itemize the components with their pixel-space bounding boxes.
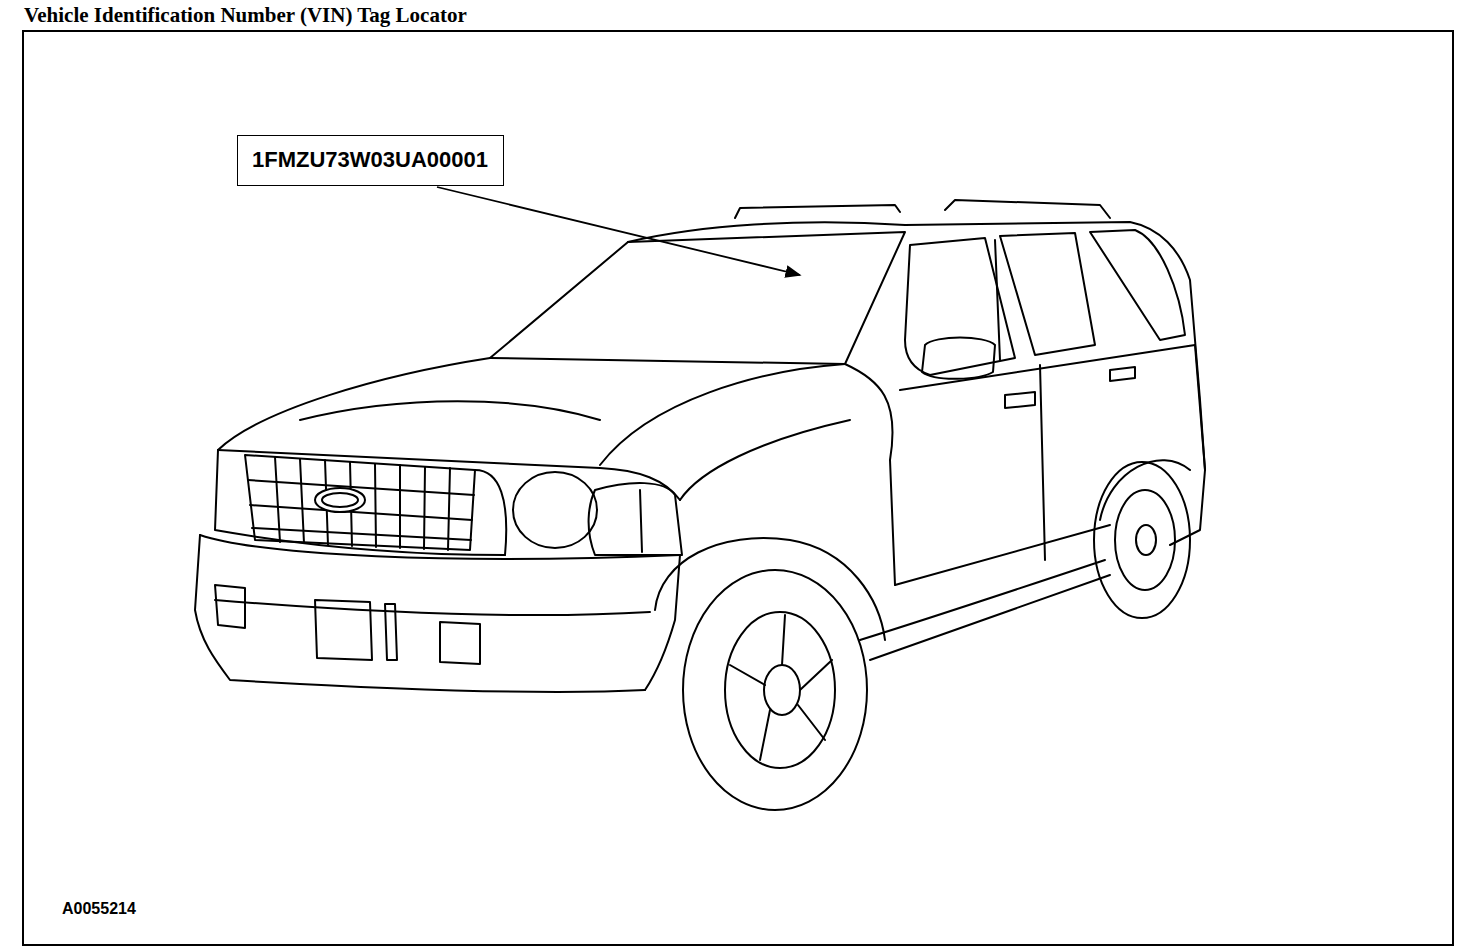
- diagram-title: Vehicle Identification Number (VIN) Tag …: [24, 3, 467, 28]
- vin-box: 1FMZU73W03UA00001: [237, 135, 504, 186]
- frame: [23, 31, 1453, 945]
- vin-number: 1FMZU73W03UA00001: [252, 147, 488, 173]
- leader-line: [437, 187, 800, 275]
- car-lines: [195, 200, 1205, 810]
- figure-number: A0055214: [62, 900, 136, 918]
